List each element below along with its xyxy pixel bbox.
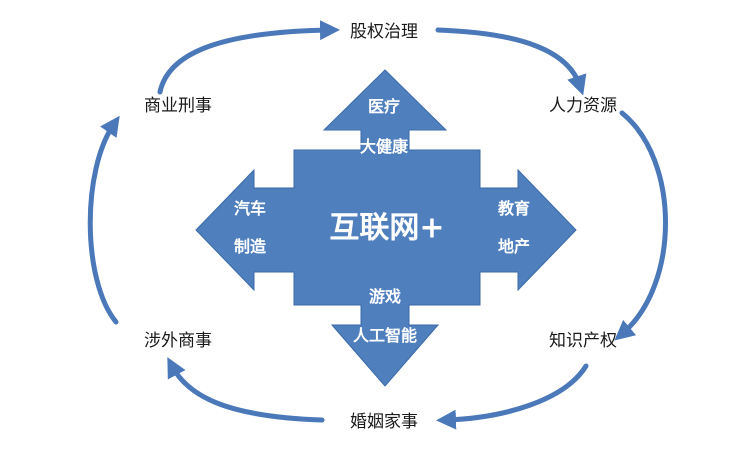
cycle-arrows [87, 20, 668, 430]
arrow-bottom-to-lower-left [167, 357, 325, 423]
ring-label-upper-right: 人力资源 [549, 96, 617, 116]
arrow-upper-left-to-top [157, 20, 340, 95]
ring-label-top: 股权治理 [350, 22, 418, 42]
arm-top-line2: 大健康 [360, 137, 409, 156]
arrow-upper-right-to-lower-right [614, 110, 668, 341]
arm-top-line1: 医疗 [368, 97, 400, 116]
ring-label-lower-left: 涉外商事 [144, 331, 212, 351]
center-cross: 互联网+ 医疗 大健康 汽车 制造 教育 地产 游戏 人工智能 [195, 69, 577, 387]
arm-bottom-line2: 人工智能 [353, 326, 417, 345]
arm-right-line2: 地产 [498, 237, 530, 256]
arrow-lower-left-to-upper-left [87, 115, 120, 325]
arm-bottom-line1: 游戏 [369, 287, 401, 306]
arm-right-line1: 教育 [498, 199, 530, 218]
ring-label-bottom: 婚姻家事 [350, 412, 418, 432]
arrow-top-to-upper-right [435, 27, 587, 96]
arm-left-line1: 汽车 [234, 199, 266, 218]
ring-label-upper-left: 商业刑事 [144, 96, 212, 116]
ring-labels: 股权治理 人力资源 知识产权 婚姻家事 涉外商事 商业刑事 [144, 22, 617, 432]
cross-arrow-shape [195, 69, 577, 387]
center-label: 互联网+ [329, 211, 444, 246]
arrow-lower-right-to-bottom [436, 363, 589, 430]
ring-label-lower-right: 知识产权 [549, 331, 617, 351]
arm-left-line2: 制造 [234, 237, 267, 256]
